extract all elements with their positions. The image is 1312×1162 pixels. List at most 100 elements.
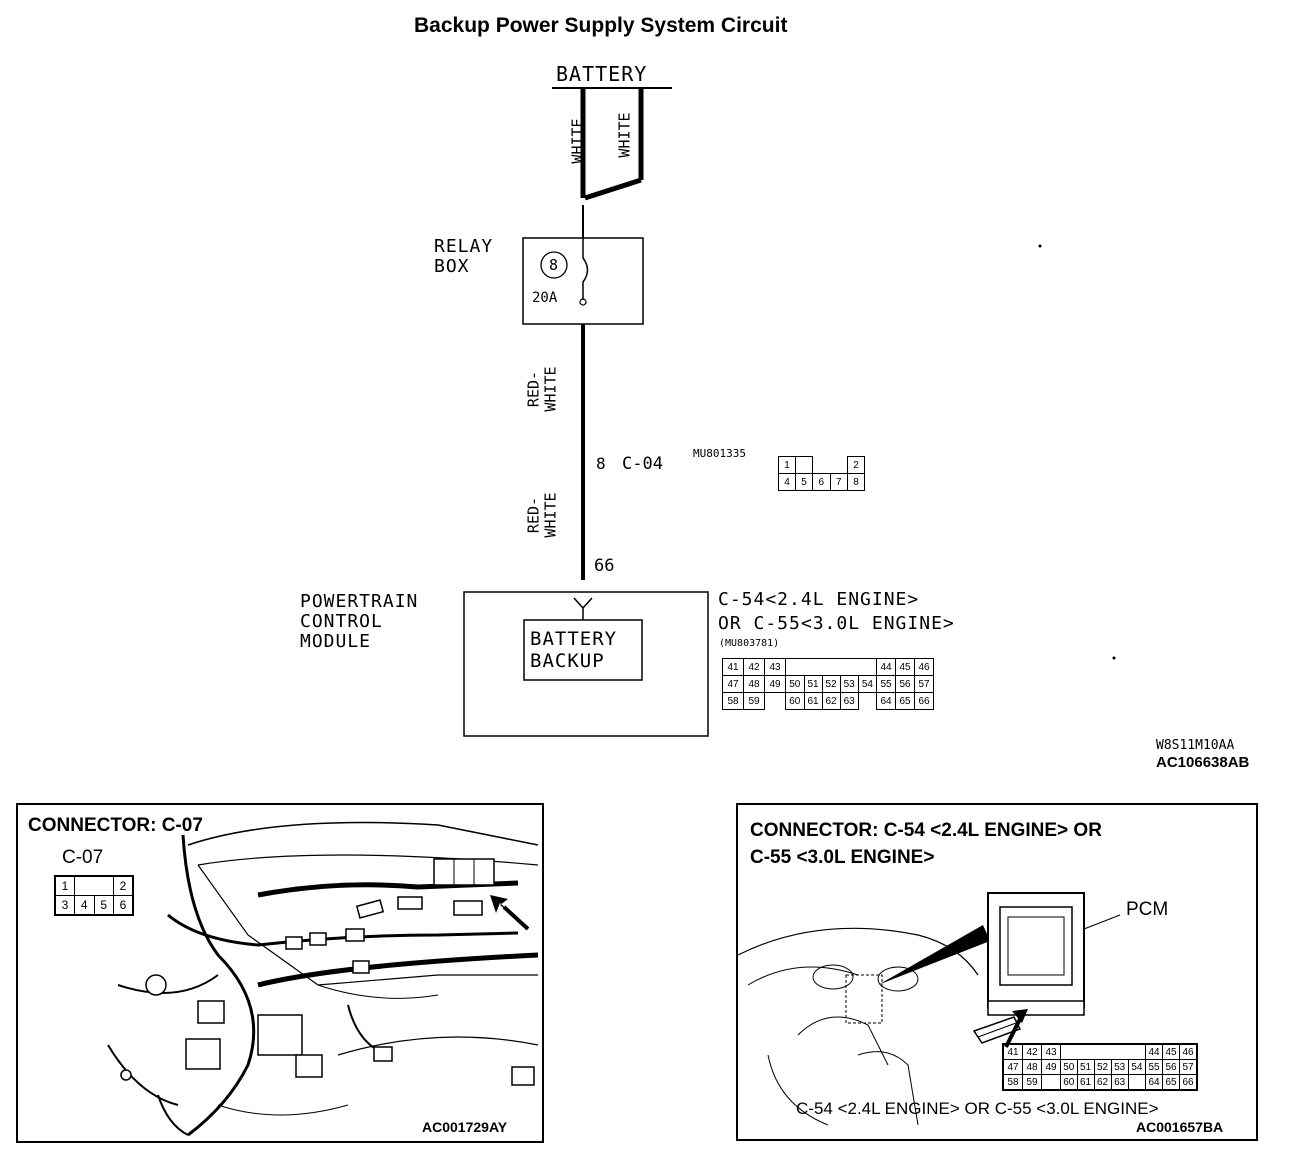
wire-color-label-line: WHITE	[541, 366, 560, 412]
pin-cell: 58	[1002, 1074, 1023, 1091]
harness-illustration	[107, 821, 539, 1137]
pin-cell: 64	[1145, 1074, 1163, 1091]
pin-cell	[1077, 1043, 1111, 1060]
relay-box-label: RELAY	[434, 236, 494, 257]
pcm-label-line: CONTROL	[300, 611, 383, 632]
pin-cell: 66	[914, 692, 934, 710]
pin-cell: 61	[803, 692, 823, 710]
panel-title-line: CONNECTOR: C-54 <2.4L ENGINE> OR	[750, 820, 1102, 841]
pcm-connector-line: C-54<2.4L ENGINE>	[718, 589, 920, 610]
pin-cell: 59	[743, 692, 765, 710]
pin-cell: 45	[895, 658, 915, 676]
connector-label: C-07	[62, 847, 104, 868]
pin-cell: 56	[1162, 1059, 1180, 1075]
pcm-location-illustration	[738, 892, 1121, 1126]
pin-cell: 42	[1022, 1043, 1042, 1060]
pcm-connector-part-number: (MU803781)	[719, 638, 780, 649]
pin-cell: 52	[1093, 1059, 1112, 1075]
pin-cell: 47	[1002, 1059, 1023, 1075]
pcm-connector-pin-grid: 41 42 43 44 45 46 47 48 49 50 51 52 53 5…	[1002, 1043, 1198, 1091]
pin-cell	[1060, 1043, 1077, 1060]
figure-code: AC001657BA	[1136, 1119, 1224, 1135]
pin-cell: 49	[1041, 1059, 1061, 1075]
pin-cell: 60	[785, 692, 805, 710]
pin-cell: 44	[1145, 1043, 1163, 1060]
wire-color-label-line: WHITE	[541, 492, 560, 538]
connector-part-number: MU801335	[693, 447, 746, 460]
pcm-label: PCM	[1126, 899, 1169, 920]
wire-color-label: RED- WHITE	[525, 492, 560, 538]
pin-cell	[795, 456, 813, 474]
pin-cell: 51	[803, 675, 823, 693]
pin-cell: 1	[54, 875, 75, 896]
pin-cell: 63	[1110, 1074, 1129, 1091]
connector-caption: C-54 <2.4L ENGINE> OR C-55 <3.0L ENGINE>	[796, 1099, 1159, 1118]
pin-cell: 57	[914, 675, 934, 693]
pin-cell: 61	[1076, 1074, 1095, 1091]
pin-cell	[785, 658, 804, 676]
connector-label: C-04	[622, 454, 663, 474]
pin-cell: 43	[764, 658, 786, 676]
figure-code: W8S11M10AA	[1156, 738, 1235, 753]
pin-cell: 59	[1022, 1074, 1042, 1091]
pin-cell: 1	[778, 456, 796, 474]
wire-color-label: WHITE	[568, 118, 587, 164]
pin-cell: 54	[1127, 1059, 1147, 1075]
pin-cell: 5	[795, 473, 813, 491]
pcm-label: POWERTRAIN CONTROL MODULE	[300, 592, 418, 652]
pin-cell: 6	[812, 473, 831, 491]
pin-cell: 48	[1022, 1059, 1042, 1075]
pin-cell: 57	[1179, 1059, 1198, 1075]
pin-cell: 8	[847, 473, 865, 491]
pin-cell	[1127, 1074, 1147, 1090]
pin-cell: 2	[847, 456, 865, 474]
panel-title: CONNECTOR: C-54 <2.4L ENGINE> OR C-55 <3…	[750, 817, 1102, 871]
panel-title: CONNECTOR: C-07	[28, 815, 203, 836]
pin-cell	[812, 456, 848, 474]
pin-cell: 55	[876, 675, 896, 693]
pin-cell: 46	[914, 658, 934, 676]
pin-cell: 58	[722, 692, 744, 710]
pin-cell: 51	[1076, 1059, 1095, 1075]
pin-cell: 45	[1162, 1043, 1180, 1060]
pin-cell: 4	[778, 473, 796, 491]
wire-color-label: WHITE	[615, 112, 634, 158]
pin-cell: 60	[1060, 1074, 1078, 1091]
pin-cell	[1111, 1043, 1146, 1060]
figure-code: AC001729AY	[422, 1119, 508, 1135]
panel-title-line: C-55 <3.0L ENGINE>	[750, 847, 935, 868]
pin-cell	[804, 658, 840, 676]
fuse-rating: 20A	[532, 290, 558, 306]
pin-cell: 56	[895, 675, 915, 693]
pin-cell: 53	[1110, 1059, 1129, 1075]
pin-cell	[74, 875, 114, 896]
pin-cell: 63	[839, 692, 859, 710]
wire-color-label-line: RED-	[524, 370, 543, 408]
pin-cell: 4	[74, 895, 95, 916]
pin-cell: 44	[876, 658, 896, 676]
fuse-number: 8	[549, 256, 559, 274]
pcm-label-line: MODULE	[300, 631, 372, 652]
pcm-connector-label: C-54<2.4L ENGINE> OR C-55<3.0L ENGINE>	[718, 588, 955, 636]
pin-cell: 46	[1179, 1043, 1198, 1060]
figure-code: AC106638AB	[1156, 754, 1250, 771]
pin-cell: 41	[1002, 1043, 1023, 1060]
circuit-diagram	[463, 87, 1116, 737]
pin-cell: 7	[829, 473, 848, 491]
connector-pin-number: 8	[596, 454, 606, 473]
pin-cell: 50	[785, 675, 805, 693]
pin-cell: 52	[821, 675, 841, 693]
pin-cell: 43	[1041, 1043, 1061, 1060]
pin-cell	[1041, 1074, 1061, 1090]
pin-cell: 48	[743, 675, 765, 693]
pin-cell: 47	[722, 675, 744, 693]
pin-cell: 64	[876, 692, 896, 710]
pin-cell: 41	[722, 658, 744, 676]
pin-cell: 49	[764, 675, 786, 693]
pin-cell: 54	[857, 675, 878, 693]
connector-c04-pin-grid: 1 2 4 5 6 7 8	[778, 456, 865, 491]
pin-cell: 62	[821, 692, 841, 710]
pin-cell: 55	[1145, 1059, 1163, 1075]
pcm-connector-line: OR C-55<3.0L ENGINE>	[718, 613, 955, 634]
pin-cell: 66	[1179, 1074, 1198, 1091]
